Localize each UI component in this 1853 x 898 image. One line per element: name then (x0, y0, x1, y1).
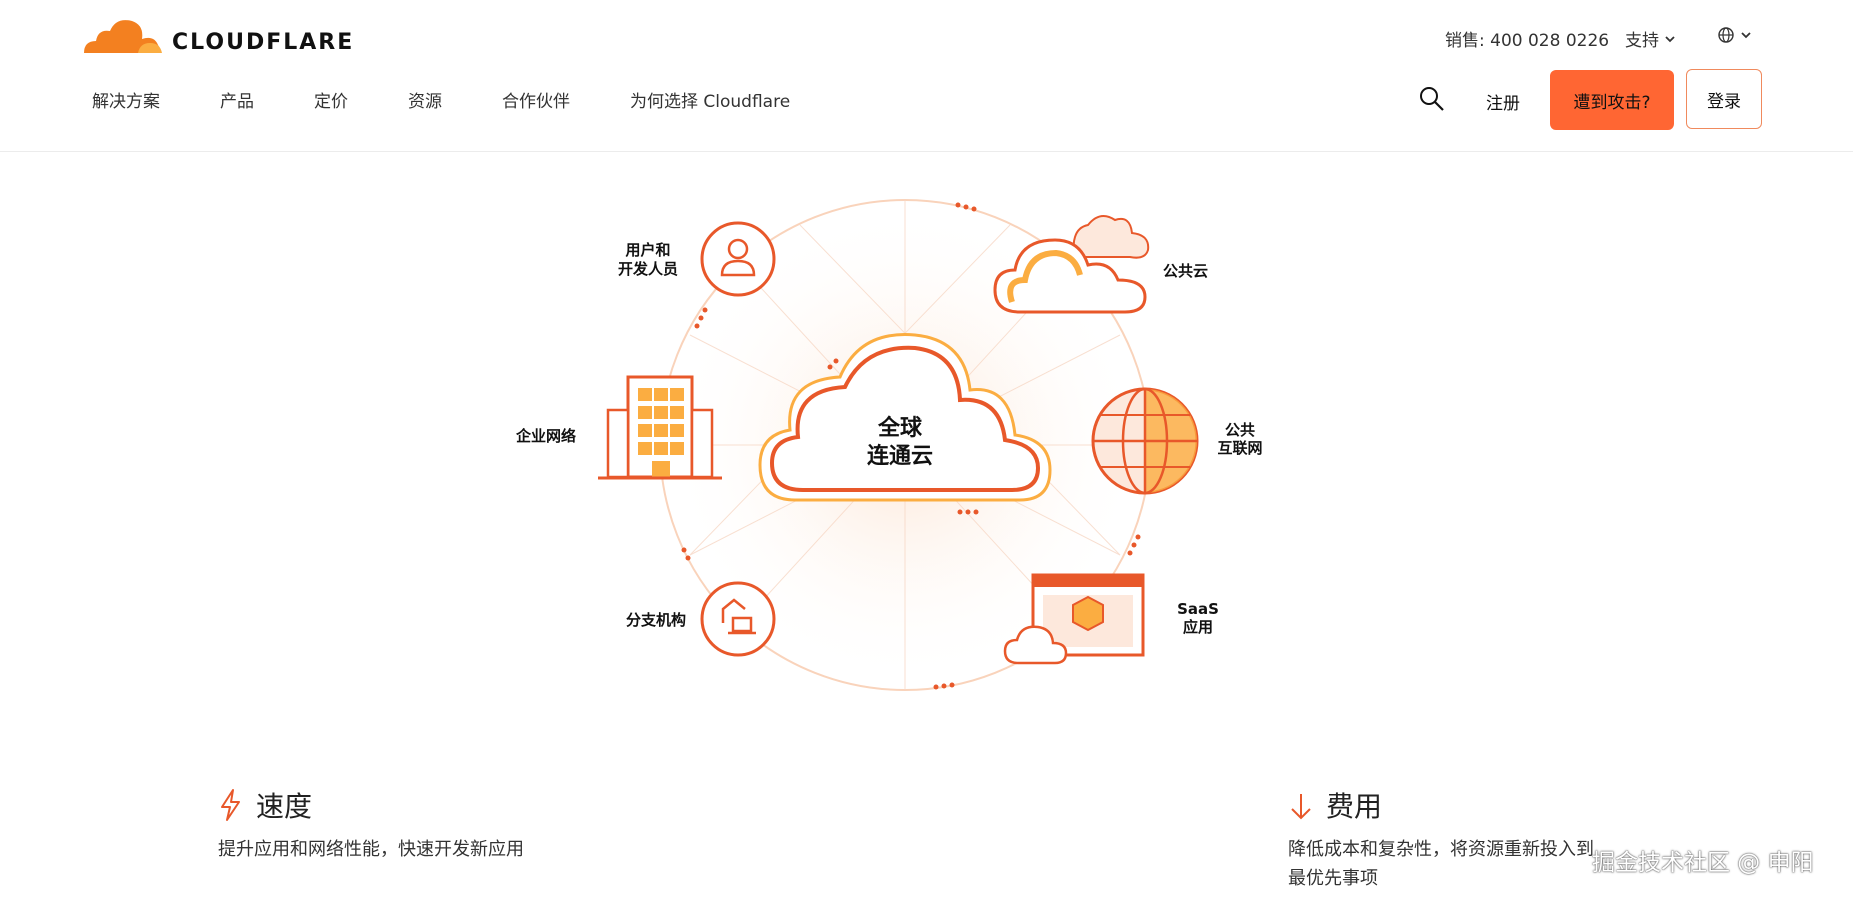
cloudflare-cloud-icon (84, 19, 162, 53)
orbit-dots (681, 202, 1141, 690)
center-label-line1: 全球 (877, 415, 923, 441)
nav-item-partners[interactable]: 合作伙伴 (502, 92, 570, 112)
feature-cost-desc: 降低成本和复杂性，将资源重新投入到 最优先事项 (1288, 835, 1594, 893)
center-label-line2: 连通云 (867, 443, 933, 469)
nav-item-resources[interactable]: 资源 (408, 92, 442, 112)
feature-cost-title: 费用 (1288, 785, 1594, 825)
nav-item-products[interactable]: 产品 (220, 92, 254, 112)
users-label-line1: 用户和 (625, 241, 670, 259)
feature-cost-desc-line1: 降低成本和复杂性，将资源重新投入到 (1288, 839, 1594, 860)
internet-label-line2: 互联网 (1217, 439, 1262, 457)
branch-label: 分支机构 (626, 611, 686, 629)
nav-item-pricing[interactable]: 定价 (314, 92, 348, 112)
branch-node (700, 581, 776, 657)
feature-cost-desc-line2: 最优先事项 (1288, 868, 1378, 889)
feature-cost: 费用 降低成本和复杂性，将资源重新投入到 最优先事项 (1288, 785, 1594, 893)
lightning-icon (221, 789, 240, 821)
feature-cost-title-text: 费用 (1326, 790, 1383, 823)
under-attack-button[interactable]: 遭到攻击? (1550, 70, 1674, 130)
site-header: CLOUDFLARE 销售: 400 028 0226 支持 解决方案 产品 定… (0, 0, 1853, 152)
search-icon (1420, 87, 1444, 111)
center-cloud (758, 333, 1052, 502)
internet-label-line1: 公共 (1225, 421, 1255, 439)
signup-link[interactable]: 注册 (1486, 94, 1520, 114)
language-menu[interactable] (1717, 26, 1753, 44)
public-cloud-label: 公共云 (1163, 262, 1208, 280)
enterprise-node (598, 375, 722, 480)
main-nav: 解决方案 产品 定价 资源 合作伙伴 为何选择 Cloudflare (92, 87, 850, 112)
nav-item-solutions[interactable]: 解决方案 (92, 92, 160, 112)
search-button[interactable] (1418, 85, 1446, 117)
users-node (700, 221, 776, 297)
home-office-icon (721, 598, 756, 635)
chevron-down-icon (1741, 32, 1751, 39)
login-button[interactable]: 登录 (1686, 69, 1762, 129)
feature-speed: 速度 提升应用和网络性能，快速开发新应用 (218, 785, 524, 864)
saas-label-line2: 应用 (1183, 618, 1213, 636)
connectivity-cloud-diagram: 全球 连通云 用户和 开发人员 公共云 企业网络 (515, 199, 1263, 691)
support-menu[interactable]: 支持 (1625, 26, 1677, 51)
enterprise-label: 企业网络 (515, 427, 576, 445)
user-icon (720, 238, 756, 277)
nav-item-why-cloudflare[interactable]: 为何选择 Cloudflare (630, 92, 791, 112)
globe-icon (1718, 27, 1734, 43)
public-cloud-node (993, 215, 1150, 314)
chevron-down-icon (1665, 35, 1675, 42)
arrow-down-icon (1291, 794, 1311, 820)
users-label-line2: 开发人员 (618, 260, 678, 278)
feature-speed-title: 速度 (218, 785, 524, 825)
saas-node (1003, 573, 1145, 665)
feature-speed-desc: 提升应用和网络性能，快速开发新应用 (218, 839, 524, 860)
cloudflare-logo[interactable]: CLOUDFLARE (80, 12, 354, 55)
support-label: 支持 (1625, 31, 1659, 51)
watermark: 掘金技术社区 @ 申阳 (1592, 850, 1814, 876)
brand-name: CLOUDFLARE (172, 30, 355, 55)
internet-node (1091, 387, 1199, 495)
feature-speed-title-text: 速度 (256, 790, 313, 823)
sales-phone[interactable]: 销售: 400 028 0226 (1445, 31, 1610, 51)
saas-label-line1: SaaS (1177, 600, 1219, 618)
